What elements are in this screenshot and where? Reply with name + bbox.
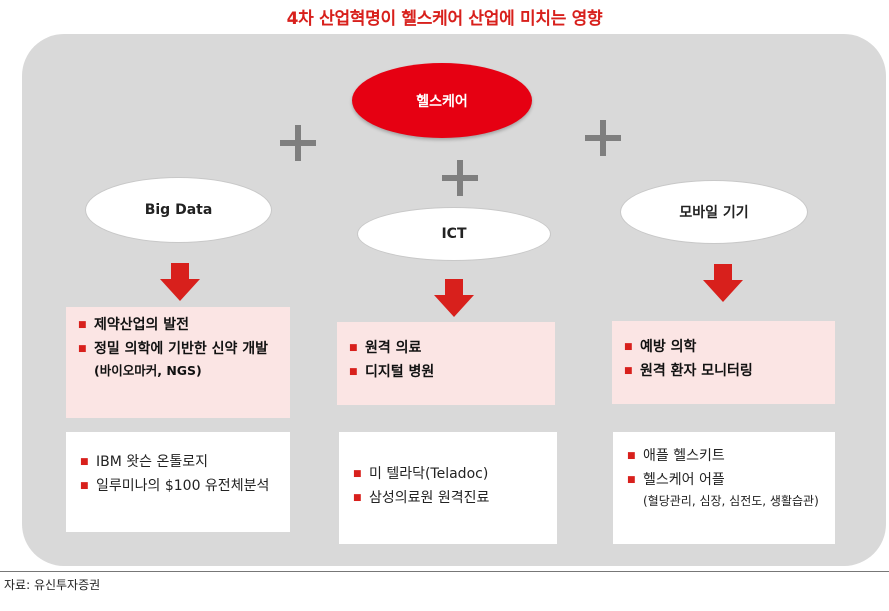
square-bullet-icon: ■: [624, 366, 633, 376]
list-note: (혈당관리, 심장, 심전도, 생활습관): [643, 494, 819, 508]
list-item: ■원격 환자 모니터링: [624, 359, 827, 383]
square-bullet-icon: ■: [80, 457, 89, 467]
center-node-label: 헬스케어: [416, 93, 468, 110]
node-label: ICT: [441, 226, 467, 242]
square-bullet-icon: ■: [627, 475, 636, 485]
list-item: ■IBM 왓슨 온톨로지: [80, 450, 282, 474]
source-note: 자료: 유신투자증권: [4, 578, 101, 592]
square-bullet-icon: ■: [627, 451, 636, 461]
square-bullet-icon: ■: [349, 343, 358, 353]
impact-box-mobile: ■예방 의학 ■원격 환자 모니터링: [612, 321, 835, 404]
example-box-mobile: ■애플 헬스키트 ■헬스케어 어플 (혈당관리, 심장, 심전도, 생활습관): [613, 432, 835, 544]
list-item: ■헬스케어 어플: [627, 468, 827, 492]
square-bullet-icon: ■: [78, 320, 87, 330]
list-item: ■원격 의료: [349, 336, 547, 360]
square-bullet-icon: ■: [80, 481, 89, 491]
list-item: ■제약산업의 발전: [78, 313, 282, 337]
square-bullet-icon: ■: [353, 493, 362, 503]
arrow-down-icon: [434, 279, 474, 317]
square-bullet-icon: ■: [624, 342, 633, 352]
node-label: 모바일 기기: [679, 205, 749, 221]
center-node-healthcare: 헬스케어: [352, 63, 532, 138]
plus-icon: [442, 160, 478, 196]
arrow-down-icon: [703, 264, 743, 302]
diagram-title: 4차 산업혁명이 헬스케어 산업에 미치는 영향: [286, 9, 603, 29]
impact-box-ict: ■원격 의료 ■디지털 병원: [337, 322, 555, 405]
list-item: ■정밀 의학에 기반한 신약 개발: [78, 337, 282, 361]
list-item: ■디지털 병원: [349, 360, 547, 384]
list-item: ■미 텔라닥(Teladoc): [353, 462, 549, 486]
node-mobile-device: 모바일 기기: [620, 180, 808, 244]
square-bullet-icon: ■: [353, 469, 362, 479]
list-item: ■일루미나의 $100 유전체분석: [80, 474, 282, 498]
node-big-data: Big Data: [85, 177, 272, 243]
source-divider: [0, 571, 889, 572]
list-item: ■예방 의학: [624, 335, 827, 359]
plus-icon: [280, 125, 316, 161]
square-bullet-icon: ■: [78, 344, 87, 354]
node-label: Big Data: [144, 202, 213, 218]
arrow-down-icon: [160, 263, 200, 301]
example-box-ict: ■미 텔라닥(Teladoc) ■삼성의료원 원격진료: [339, 432, 557, 544]
plus-icon: [585, 120, 621, 156]
node-ict: ICT: [357, 207, 551, 261]
list-note: (바이오마커, NGS): [94, 363, 202, 378]
square-bullet-icon: ■: [349, 367, 358, 377]
list-item: ■애플 헬스키트: [627, 444, 827, 468]
impact-box-big-data: ■제약산업의 발전 ■정밀 의학에 기반한 신약 개발 (바이오마커, NGS): [66, 307, 290, 418]
list-item: ■삼성의료원 원격진료: [353, 486, 549, 510]
example-box-big-data: ■IBM 왓슨 온톨로지 ■일루미나의 $100 유전체분석: [66, 432, 290, 532]
